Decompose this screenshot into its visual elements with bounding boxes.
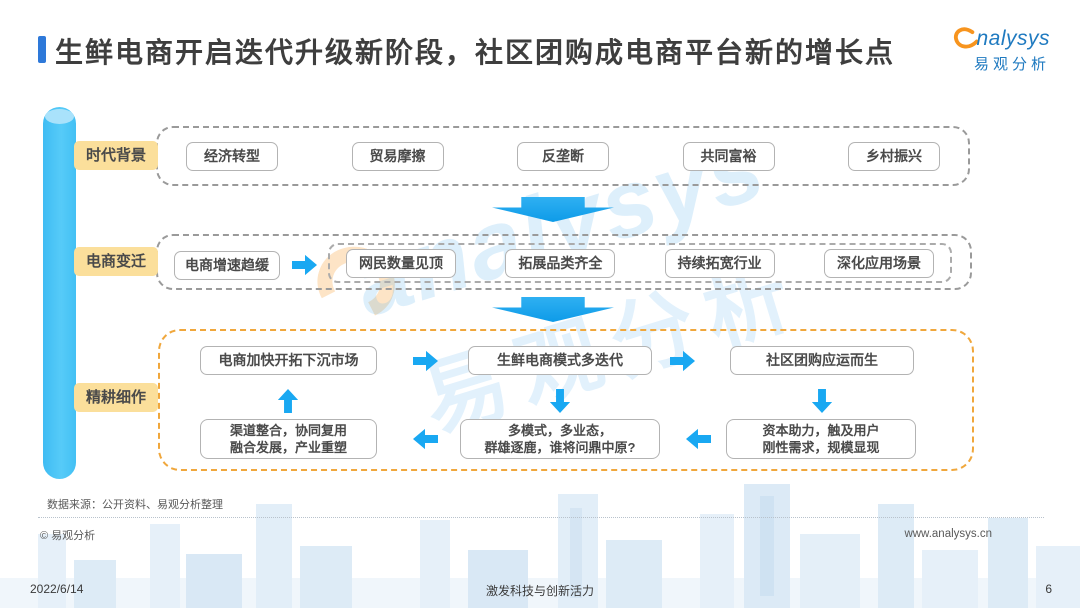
box-line: 渠道整合，协同复用 [229,423,347,438]
website-link: www.analysys.cn [904,528,992,540]
row-era-container: 经济转型 贸易摩擦 反垄断 共同富裕 乡村振兴 [156,126,970,186]
arrow-right-icon [292,254,317,276]
logo-brand-text: nalysys [976,27,1050,50]
analysys-logo: nalysys 易观分析 [950,26,1050,74]
stage-label-cultivation: 精耕细作 [74,383,158,412]
title-accent-bar [38,36,46,63]
stage-label-ecommerce: 电商变迁 [74,247,158,276]
era-box: 反垄断 [517,141,609,171]
analysys-swoosh-icon [954,27,980,49]
box-line: 资本助力，触及用户 [762,423,880,438]
ecommerce-lead-box: 电商增速趋缓 [174,251,280,280]
era-box: 经济转型 [186,141,278,171]
cultivation-top-box: 社区团购应运而生 [730,346,914,375]
ecommerce-inner-container: 网民数量见顶 拓展品类齐全 持续拓宽行业 深化应用场景 [328,243,952,283]
stage-label-era: 时代背景 [74,141,158,170]
row-ecommerce-container: 电商增速趋缓 网民数量见顶 拓展品类齐全 持续拓宽行业 深化应用场景 [156,234,972,290]
ecommerce-box: 持续拓宽行业 [664,248,775,278]
logo-brand-cn: 易观分析 [973,56,1050,73]
box-line: 融合发展，产业重塑 [229,440,347,455]
footer-divider [38,517,1044,518]
footer-date: 2022/6/14 [30,582,84,596]
cultivation-top-box: 电商加快开拓下沉市场 [200,346,377,375]
cultivation-top-box: 生鲜电商模式多迭代 [468,346,652,375]
era-box: 乡村振兴 [848,141,940,171]
cultivation-bottom-box: 多模式，多业态， 群雄逐鹿，谁将问鼎中原? [460,419,660,459]
page-number: 6 [1045,582,1052,596]
ecommerce-box: 深化应用场景 [823,248,934,278]
arrow-down-big-icon [492,297,614,322]
box-line: 群雄逐鹿，谁将问鼎中原? [484,440,636,455]
footer-slogan: 激发科技与创新活力 [485,584,594,598]
box-line: 多模式，多业态， [507,423,612,438]
copyright-note: © 易观分析 [40,530,96,542]
cultivation-bottom-box: 渠道整合，协同复用 融合发展，产业重塑 [200,419,377,459]
data-source-note: 数据来源：公开资料、易观分析整理 [47,499,223,511]
box-line: 刚性需求，规模显现 [762,440,880,455]
page-title: 生鲜电商开启迭代升级新阶段，社区团购成电商平台新的增长点 [55,37,896,68]
era-box: 贸易摩擦 [351,141,444,171]
ecommerce-box: 网民数量见顶 [346,248,456,278]
cultivation-bottom-box: 资本助力，触及用户 刚性需求，规模显现 [726,419,916,459]
row-cultivation-container [158,329,974,471]
arrow-down-big-icon [492,197,614,222]
timeline-cylinder-cap [45,109,74,124]
timeline-cylinder [43,107,76,479]
ecommerce-box: 拓展品类齐全 [505,248,616,278]
city-skyline-graphic [0,484,1080,608]
era-box: 共同富裕 [682,141,775,171]
